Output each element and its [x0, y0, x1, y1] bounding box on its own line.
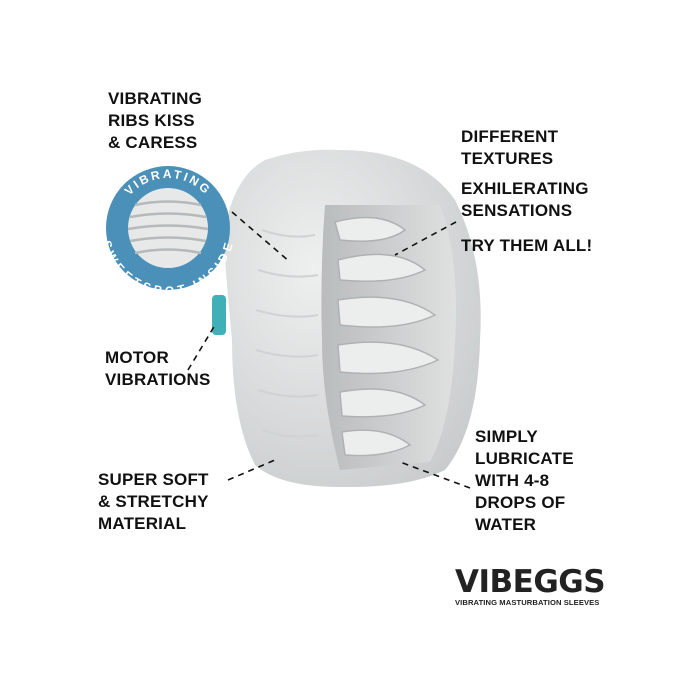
vibrating-sweetspot-badge: VIBRATING SWEETSPOT INSIDE	[100, 166, 234, 298]
motor-bullet	[212, 295, 226, 335]
inner-ribs	[334, 216, 440, 457]
label-try-them-all: TRY THEM ALL!	[461, 236, 593, 255]
egg-cutaway	[321, 205, 456, 470]
logo-tagline: VIBRATING MASTURBATION SLEEVES	[455, 598, 600, 607]
logo-wordmark: VIBEGGS	[455, 564, 606, 600]
vibeggs-logo: VIBEGGS VIBRATING MASTURBATION SLEEVES	[455, 564, 606, 607]
leader-lines	[187, 211, 471, 489]
